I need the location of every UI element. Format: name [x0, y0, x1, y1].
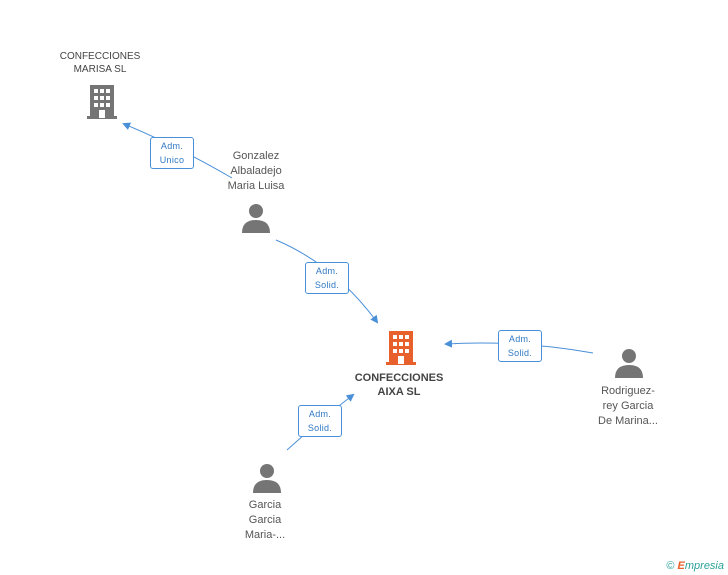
brand-logo-text: mpresia — [684, 560, 724, 572]
person-label-gonzalez: Gonzalez Albaladejo Maria Luisa — [227, 150, 285, 192]
role-badge-garcia-aixa[interactable]: Adm. Solid. — [298, 405, 342, 437]
role-badge-gonzalez-aixa[interactable]: Adm. Solid. — [305, 262, 349, 294]
company-node-marisa[interactable]: CONFECCIONES MARISA SL — [44, 50, 156, 76]
company-label-marisa: CONFECCIONES MARISA SL — [59, 51, 141, 75]
person-icon — [242, 204, 270, 233]
person-label-garcia: Garcia Garcia Maria-... — [244, 499, 286, 541]
company-label-aixa: CONFECCIONES AIXA SL — [354, 372, 444, 398]
person-node-garcia[interactable]: Garcia Garcia Maria-... — [220, 498, 310, 543]
company-node-aixa[interactable]: CONFECCIONES AIXA SL — [340, 371, 458, 399]
person-icon — [615, 349, 643, 378]
role-badge-gonzalez-marisa[interactable]: Adm. Unico — [150, 137, 194, 169]
brand-logo-initial: E — [677, 560, 685, 572]
person-node-rodriguez[interactable]: Rodriguez- rey Garcia De Marina... — [578, 384, 678, 429]
brand-footer: © Empresia — [666, 560, 724, 572]
copyright-icon: © — [666, 560, 675, 572]
person-icon — [253, 464, 281, 493]
person-label-rodriguez: Rodriguez- rey Garcia De Marina... — [598, 385, 658, 427]
role-badge-rodriguez-aixa[interactable]: Adm. Solid. — [498, 330, 542, 362]
person-node-gonzalez[interactable]: Gonzalez Albaladejo Maria Luisa — [204, 149, 308, 194]
building-icon — [386, 331, 416, 365]
building-icon — [87, 85, 117, 119]
